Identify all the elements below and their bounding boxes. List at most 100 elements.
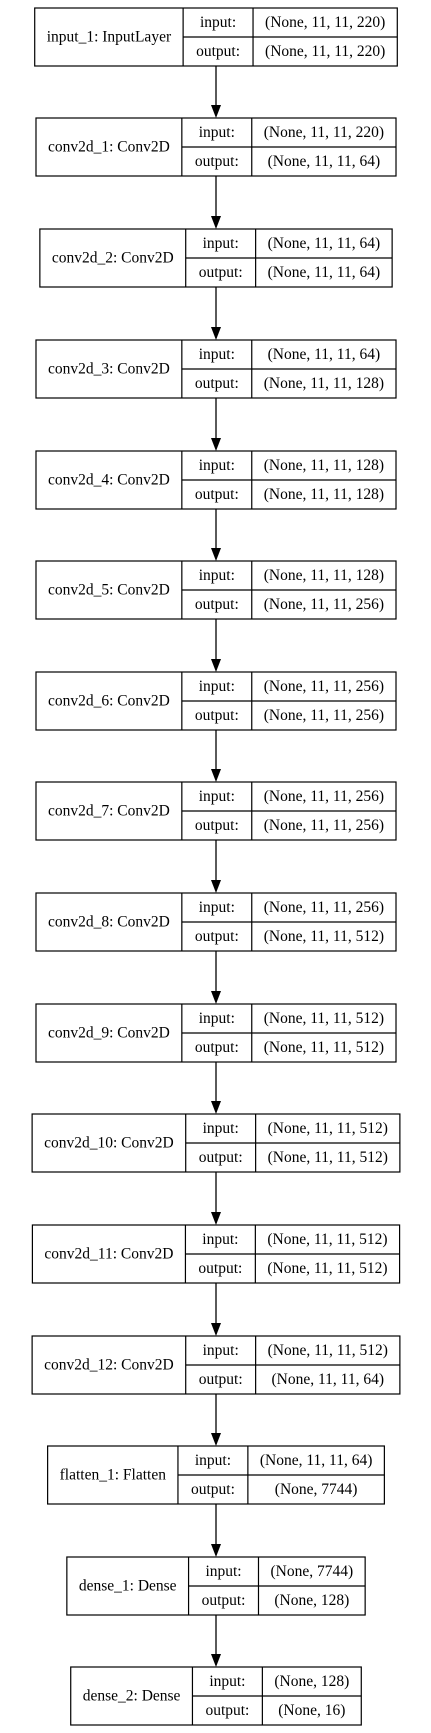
layer-name: conv2d_5: Conv2D [48, 582, 170, 599]
input-label: input: [203, 1120, 239, 1137]
input-shape: (None, 11, 11, 128) [264, 567, 384, 584]
edge-arrow [211, 1062, 221, 1114]
layer-node-conv2d_1: conv2d_1: Conv2D input: output: (None, 11, … [35, 117, 397, 177]
output-shape: (None, 11, 11, 512) [268, 1149, 388, 1166]
output-shape: (None, 16) [278, 1702, 345, 1719]
output-shape: (None, 11, 11, 512) [264, 928, 384, 945]
output-label: output: [195, 153, 239, 170]
edge-arrow [211, 1172, 221, 1225]
layer-name: input_1: InputLayer [47, 29, 172, 46]
edge-arrow [211, 1394, 221, 1446]
arrowhead-icon [211, 548, 221, 561]
edge-arrow [211, 619, 221, 672]
arrowhead-icon [211, 327, 221, 340]
arrowhead-icon [211, 1323, 221, 1336]
output-label: output: [195, 707, 239, 724]
layer-name: conv2d_7: Conv2D [48, 803, 170, 820]
input-shape: (None, 11, 11, 220) [264, 124, 384, 141]
layer-name: conv2d_1: Conv2D [48, 139, 170, 156]
layer-name: flatten_1: Flatten [60, 1467, 167, 1484]
output-shape: (None, 11, 11, 128) [264, 486, 384, 503]
output-shape: (None, 11, 11, 64) [272, 1371, 385, 1388]
layer-name: conv2d_10: Conv2D [44, 1135, 174, 1152]
arrowhead-icon [211, 1654, 221, 1667]
arrowhead-icon [211, 991, 221, 1004]
arrowhead-icon [211, 1101, 221, 1114]
layer-name: dense_1: Dense [79, 1578, 177, 1595]
input-label: input: [199, 124, 235, 141]
layer-nodes: input_1: InputLayer input: output: (None, 1… [31, 7, 401, 1726]
output-shape: (None, 11, 11, 512) [264, 1039, 384, 1056]
layer-node-conv2d_3: conv2d_3: Conv2D input: output: (None, 11, … [35, 339, 397, 399]
output-shape: (None, 11, 11, 220) [265, 43, 385, 60]
layer-name: dense_2: Dense [83, 1688, 181, 1705]
output-label: output: [196, 43, 240, 60]
input-shape: (None, 11, 11, 64) [268, 346, 381, 363]
edge-arrow [211, 1504, 221, 1557]
arrowhead-icon [211, 1433, 221, 1446]
output-shape: (None, 11, 11, 256) [264, 817, 384, 834]
layer-node-input_1: input_1: InputLayer input: output: (None, 1… [34, 7, 398, 67]
layer-name: conv2d_6: Conv2D [48, 693, 170, 710]
input-shape: (None, 11, 11, 512) [264, 1010, 384, 1027]
edge-arrow [211, 1615, 221, 1667]
arrowhead-icon [211, 438, 221, 451]
output-label: output: [205, 1702, 249, 1719]
arrowhead-icon [211, 1212, 221, 1225]
output-shape: (None, 11, 11, 256) [264, 596, 384, 613]
input-shape: (None, 11, 11, 220) [265, 14, 385, 31]
layer-name: conv2d_12: Conv2D [44, 1357, 174, 1374]
arrowhead-icon [211, 105, 221, 118]
input-label: input: [205, 1563, 241, 1580]
arrowhead-icon [211, 659, 221, 672]
edge-arrow [211, 398, 221, 451]
output-shape: (None, 11, 11, 512) [267, 1260, 387, 1277]
input-label: input: [199, 678, 235, 695]
input-label: input: [203, 1342, 239, 1359]
layer-name: conv2d_4: Conv2D [48, 472, 170, 489]
output-shape: (None, 11, 11, 256) [264, 707, 384, 724]
output-label: output: [191, 1481, 235, 1498]
output-label: output: [198, 1260, 242, 1277]
input-label: input: [199, 567, 235, 584]
layer-node-conv2d_11: conv2d_11: Conv2D input: output: (None, 11,… [31, 1224, 401, 1284]
input-label: input: [209, 1673, 245, 1690]
arrowhead-icon [211, 216, 221, 229]
output-label: output: [195, 375, 239, 392]
input-label: input: [202, 1231, 238, 1248]
edge-arrow [211, 951, 221, 1004]
layer-name: conv2d_3: Conv2D [48, 361, 170, 378]
layer-name: conv2d_11: Conv2D [44, 1246, 173, 1263]
input-shape: (None, 11, 11, 512) [268, 1120, 388, 1137]
input-label: input: [200, 14, 236, 31]
edge-arrow [211, 840, 221, 893]
arrowhead-icon [211, 1544, 221, 1557]
edge-arrow [211, 176, 221, 229]
input-shape: (None, 11, 11, 512) [268, 1342, 388, 1359]
layer-node-conv2d_6: conv2d_6: Conv2D input: output: (None, 11, … [35, 671, 397, 731]
edge-arrow [211, 66, 221, 118]
input-shape: (None, 11, 11, 512) [267, 1231, 387, 1248]
output-label: output: [195, 817, 239, 834]
output-label: output: [202, 1592, 246, 1609]
edge-arrow [211, 287, 221, 340]
output-shape: (None, 128) [274, 1592, 349, 1609]
input-label: input: [199, 346, 235, 363]
input-label: input: [199, 1010, 235, 1027]
layer-box [70, 1666, 362, 1726]
arrowhead-icon [211, 880, 221, 893]
input-shape: (None, 11, 11, 64) [268, 235, 381, 252]
input-shape: (None, 11, 11, 128) [264, 457, 384, 474]
layer-name: conv2d_9: Conv2D [48, 1025, 170, 1042]
input-shape: (None, 11, 11, 256) [264, 899, 384, 916]
